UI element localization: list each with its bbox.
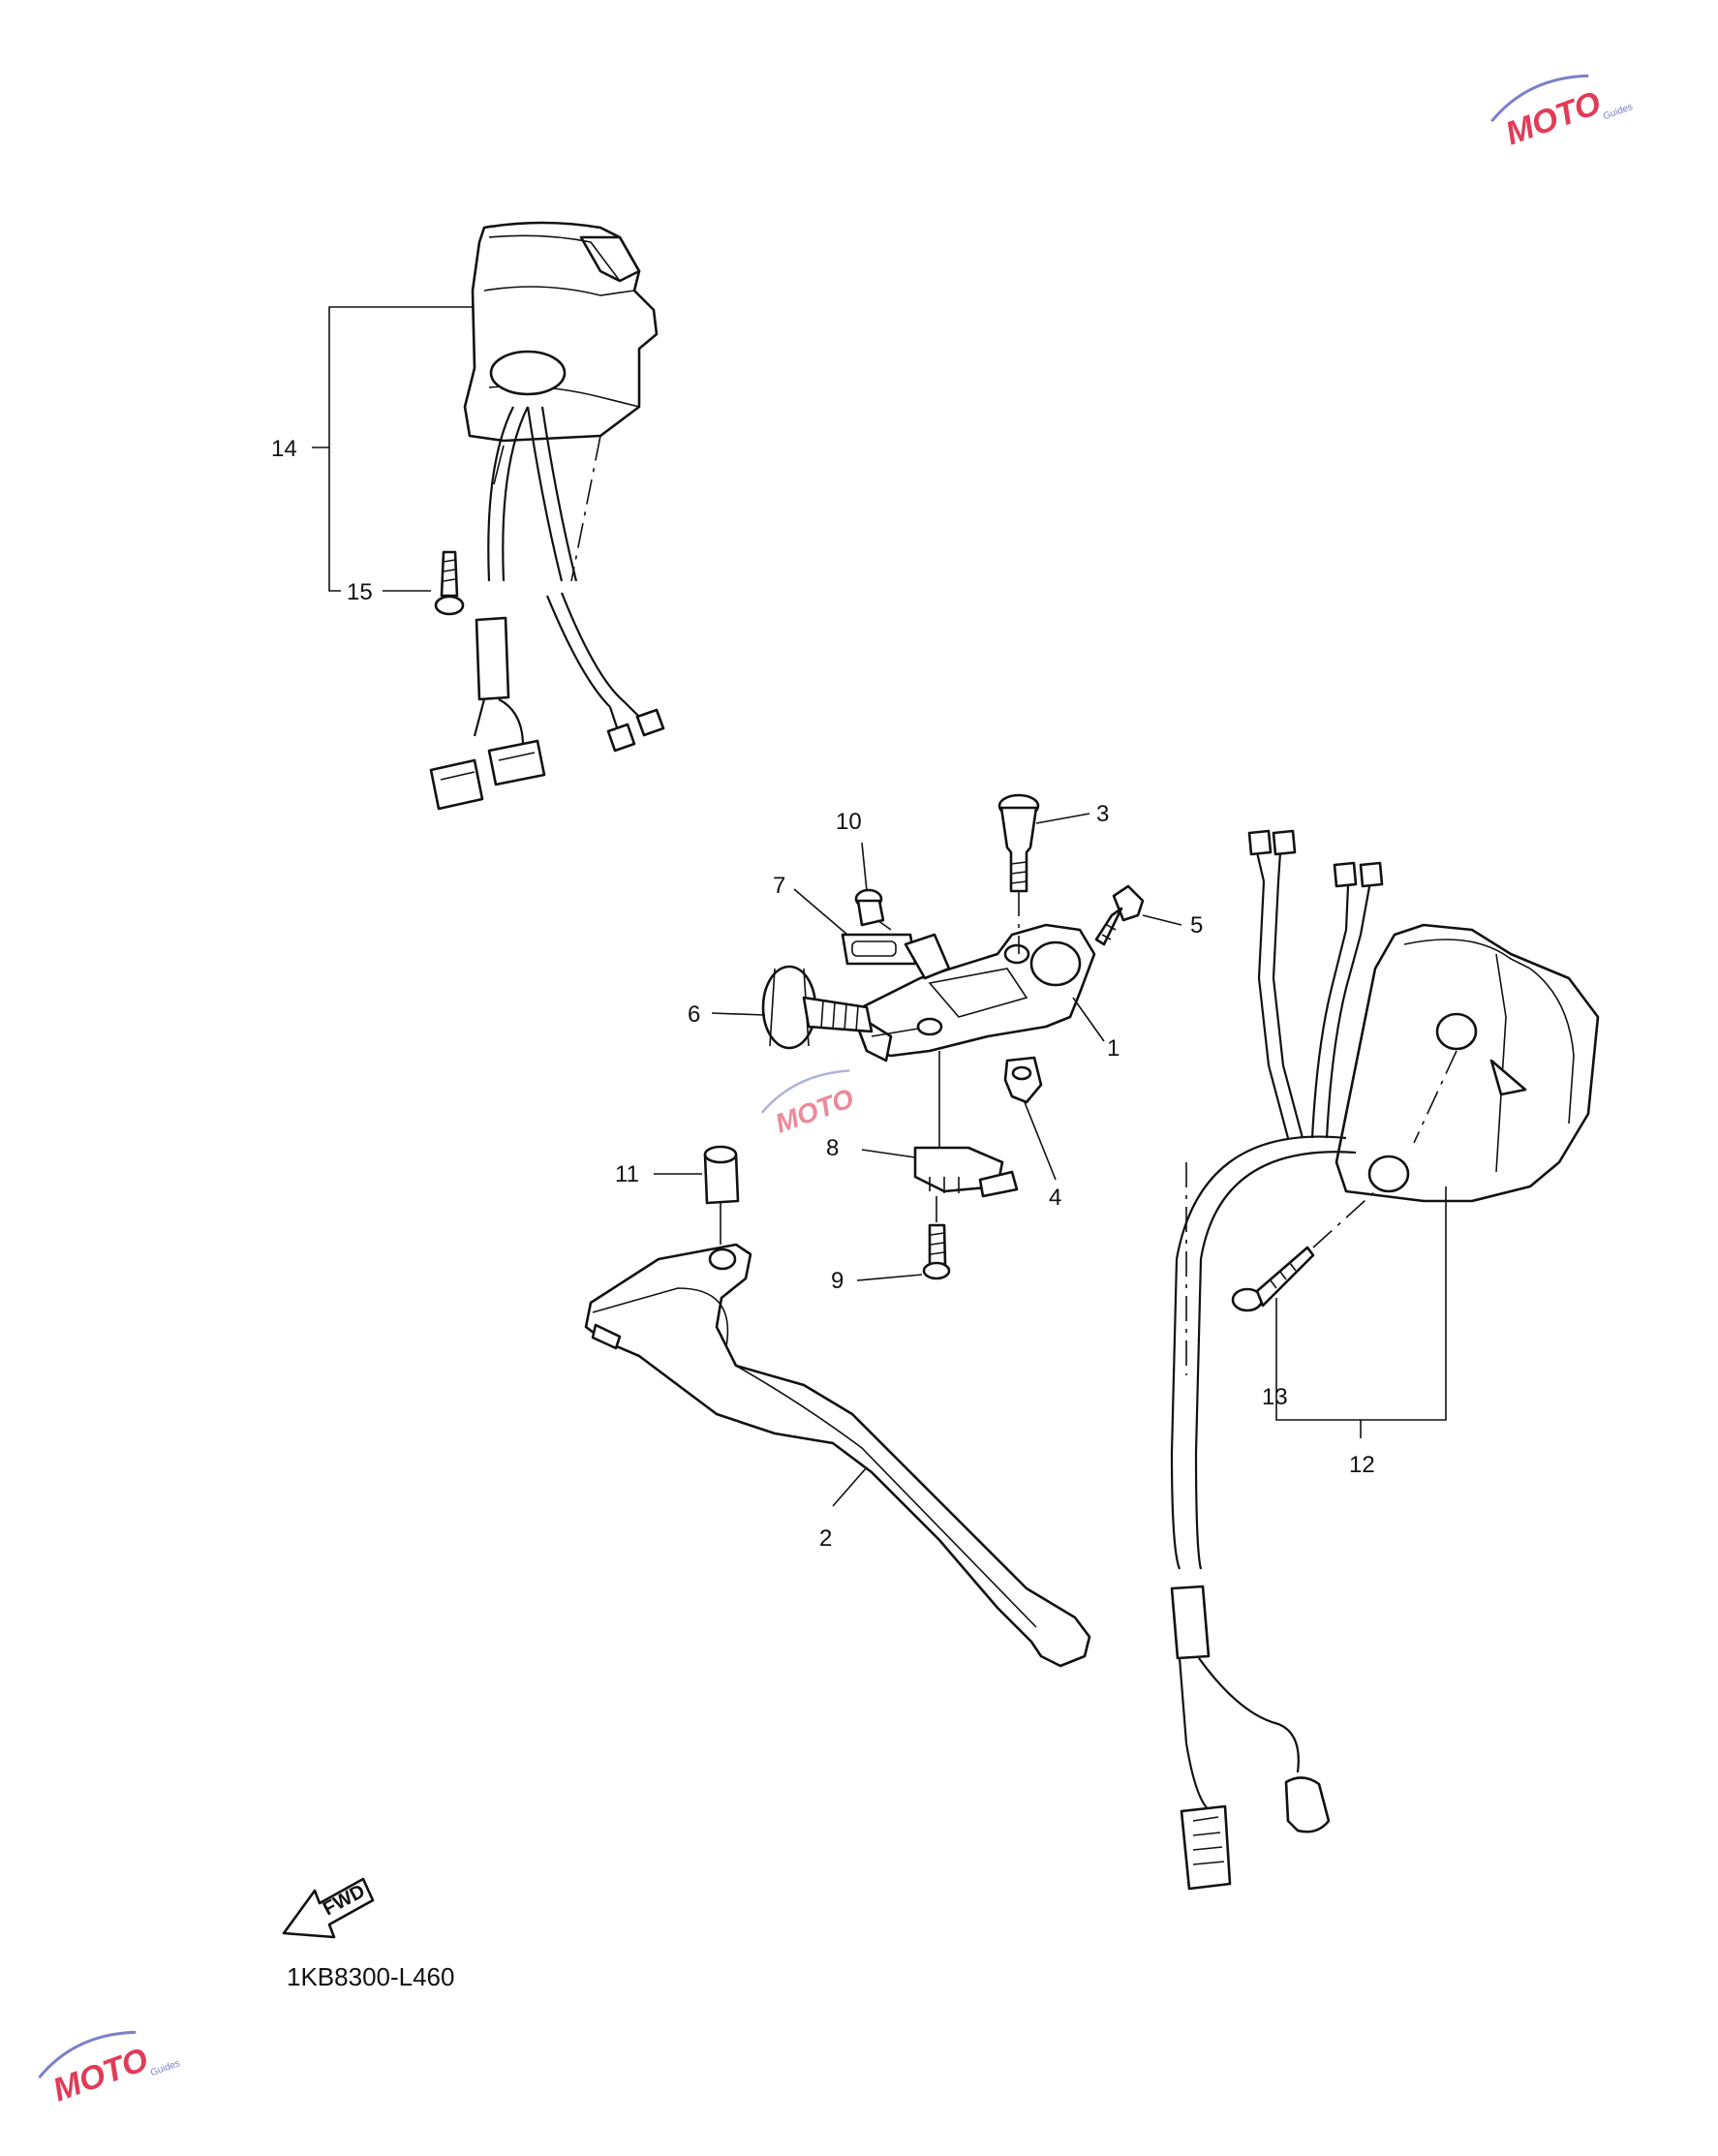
pivot-bolt-3[interactable] <box>997 793 1040 893</box>
watermark-center: MOTO <box>760 1069 858 1139</box>
leader-4 <box>1024 1101 1057 1181</box>
adjuster-6[interactable] <box>761 965 874 1050</box>
clutch-lever-2[interactable] <box>584 1243 1091 1668</box>
leader-10 <box>861 842 868 892</box>
callout-11: 11 <box>615 1161 639 1187</box>
screw-13[interactable] <box>1231 1246 1315 1312</box>
callout-6: 6 <box>688 1001 700 1028</box>
leader-9 <box>856 1274 923 1281</box>
svg-text:Guides: Guides <box>149 2058 182 2079</box>
leader-7 <box>793 888 848 936</box>
screw-9[interactable] <box>922 1223 951 1280</box>
leader-2 <box>832 1466 868 1507</box>
leader-3 <box>1035 813 1090 824</box>
callout-4: 4 <box>1049 1185 1061 1211</box>
callout-2: 2 <box>819 1525 832 1552</box>
callout-12: 12 <box>1349 1452 1375 1478</box>
callout-3: 3 <box>1096 801 1109 827</box>
handlebar-switch-left[interactable] <box>429 221 665 811</box>
callout-13: 13 <box>1262 1384 1288 1410</box>
bracket-14 <box>328 306 473 592</box>
fwd-arrow-icon: FWD <box>282 1877 375 1939</box>
callout-15: 15 <box>347 579 373 605</box>
leader-8 <box>861 1149 916 1158</box>
callout-14: 14 <box>271 436 297 462</box>
callout-1: 1 <box>1107 1035 1120 1062</box>
bracket-12 <box>1275 1186 1447 1421</box>
bolt-5[interactable] <box>1094 884 1145 946</box>
watermark-top-right: MOTO Guides <box>1490 74 1635 153</box>
svg-text:Guides: Guides <box>1602 102 1635 122</box>
leader-5 <box>1142 914 1182 926</box>
callout-5: 5 <box>1190 912 1203 939</box>
switch-bracket-7[interactable] <box>841 933 951 980</box>
nut-4[interactable] <box>1003 1056 1043 1104</box>
lever-holder-1[interactable] <box>850 923 1096 1063</box>
svg-text:MOTO: MOTO <box>1501 84 1606 152</box>
screw-15[interactable] <box>434 550 465 616</box>
leader-6 <box>711 1012 766 1016</box>
callout-8: 8 <box>826 1135 839 1161</box>
axis-13 <box>1312 1190 1376 1248</box>
drawing-code: 1KB8300-L460 <box>287 1962 454 1991</box>
handlebar-switch-right[interactable] <box>1170 829 1600 1891</box>
callout-10: 10 <box>836 809 862 835</box>
callout-9: 9 <box>831 1268 844 1294</box>
leader-1 <box>1072 997 1105 1042</box>
clutch-switch-8[interactable] <box>913 1146 1019 1198</box>
svg-text:MOTO: MOTO <box>48 2041 153 2109</box>
callout-7: 7 <box>773 873 785 899</box>
screw-10[interactable] <box>854 888 892 931</box>
collar-11[interactable] <box>703 1145 740 1205</box>
watermark-bottom-left: MOTO Guides <box>38 2030 182 2110</box>
